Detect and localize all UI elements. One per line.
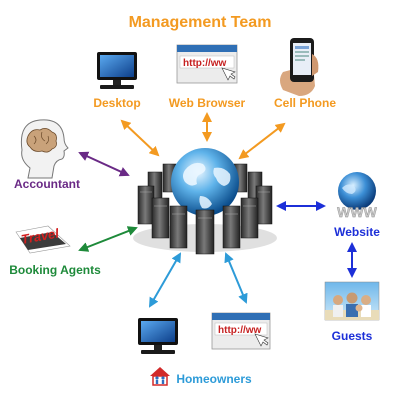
cell-phone-label: Cell Phone: [274, 96, 336, 110]
arrow-cell-phone: [238, 122, 286, 160]
accountant-label: Accountant: [14, 177, 80, 191]
guests-photo-icon: [324, 281, 380, 321]
house-people-icon: [150, 367, 170, 386]
arrow-homeowners-browser: [224, 252, 248, 304]
desktop-label: Desktop: [93, 96, 140, 110]
guests-label: Guests: [332, 329, 373, 343]
desktop-icon: [138, 318, 178, 354]
www-globe-icon: WWW: [337, 172, 378, 220]
server-globe-icon: [133, 148, 277, 255]
desktop-icon: [97, 52, 137, 89]
web-browser-icon: http://ww: [211, 312, 271, 350]
web-browser-label: Web Browser: [169, 96, 246, 110]
cell-phone-icon: [280, 38, 319, 96]
homeowners-label: Homeowners: [176, 372, 252, 386]
web-browser-icon: http://ww: [176, 44, 238, 84]
brain-head-icon: [20, 119, 69, 179]
diagram-title: Management Team: [129, 14, 272, 31]
arrow-booking-agents: [78, 226, 138, 252]
booking-agents-label: Booking Agents: [9, 263, 101, 277]
browser-url-text-bottom: http://ww: [218, 325, 262, 336]
travel-icon: Travel: [15, 226, 71, 254]
arrow-accountant: [78, 151, 130, 177]
travel-text: Travel: [20, 226, 60, 247]
arrow-desktop: [120, 119, 160, 157]
website-label: Website: [334, 225, 380, 239]
arrow-homeowners-desktop: [149, 252, 181, 308]
www-text: WWW: [337, 204, 377, 220]
browser-url-text: http://ww: [183, 58, 227, 69]
